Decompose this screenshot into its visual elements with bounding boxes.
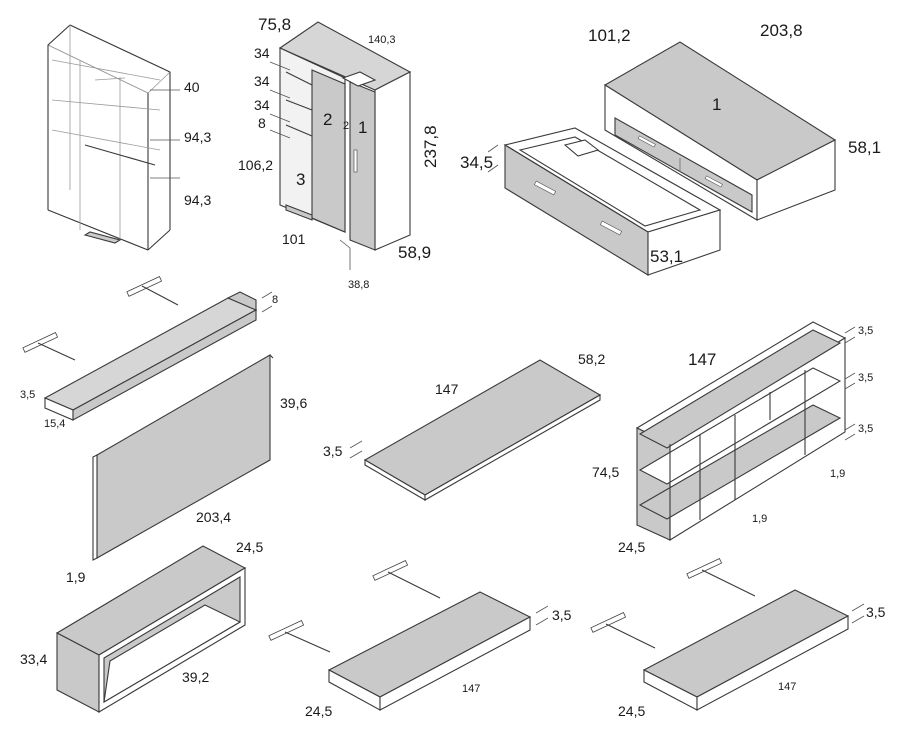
bed-part: 1	[712, 95, 721, 114]
wall-box-dims: 24,5 33,4 39,2	[20, 539, 263, 685]
wall-box-height: 33,4	[20, 651, 47, 667]
wardrobe-frame-dims: 40 94,3 94,3	[150, 79, 211, 208]
corner-width-top: 75,8	[258, 15, 291, 34]
wall-shelf-depth: 3,5	[20, 389, 35, 401]
corner-depth-top: 140,3	[368, 34, 396, 46]
wall-shelf-width: 15,4	[44, 418, 65, 430]
wall-box-depth: 24,5	[236, 539, 263, 555]
headboard-height: 39,6	[280, 395, 307, 411]
corner-lower: 106,2	[238, 157, 273, 173]
shelf-b-thickness: 3,5	[866, 604, 886, 620]
corner-wardrobe-drawing	[278, 21, 412, 270]
bed-length: 203,8	[760, 21, 803, 40]
bookcase-width: 147	[688, 350, 716, 369]
wall-shelf-drawing	[43, 291, 258, 421]
desk-top-drawing	[363, 359, 602, 501]
wall-shelf-dims: 8 3,5 15,4	[20, 291, 278, 430]
corner-height: 237,8	[421, 125, 440, 168]
corner-side-depth: 58,9	[398, 243, 431, 262]
bracket-top	[126, 276, 179, 306]
desk-depth: 58,2	[578, 351, 605, 367]
corner-part-2: 2	[323, 110, 332, 129]
frame-dim-top: 40	[184, 79, 200, 95]
corner-base: 101	[282, 231, 306, 247]
shelf-b-dims: 3,5 24,5 147	[618, 603, 886, 719]
corner-part-1: 1	[358, 118, 367, 137]
wardrobe-frame-drawing	[47, 24, 171, 251]
bookcase-inner-t: 1,9	[752, 513, 767, 525]
trundle-drawing	[503, 127, 722, 276]
shelf-b-width: 147	[778, 681, 796, 693]
corner-shelf-1: 34	[254, 45, 270, 61]
bookcase-depth: 24,5	[618, 539, 645, 555]
wall-box-drawing	[55, 545, 247, 713]
bookcase-shelf-2: 3,5	[858, 372, 873, 384]
headboard-drawing	[92, 354, 274, 561]
corner-wardrobe-dims: 75,8 140,3 237,8 34 34 34 8 106,2 101 58…	[238, 15, 440, 291]
bookcase-shelf-3: 3,5	[858, 423, 873, 435]
headboard-thickness: 1,9	[66, 569, 86, 585]
desk-width: 147	[435, 381, 459, 397]
bed-dims: 101,2 203,8 58,1 34,5 53,1 1	[460, 21, 881, 266]
shelf-b-depth: 24,5	[618, 703, 645, 719]
wall-box-width: 39,2	[182, 669, 209, 685]
bookcase-dims: 147 3,5 3,5 3,5 74,5 1,9 1,9 24,5	[592, 325, 873, 555]
bed-drawing	[603, 41, 837, 221]
bookcase-side-t: 1,9	[830, 468, 845, 480]
frame-dim-low: 94,3	[184, 192, 211, 208]
corner-side-depth-small: 38,8	[348, 279, 369, 291]
bed-height: 58,1	[848, 138, 881, 157]
trundle-depth: 53,1	[650, 247, 683, 266]
corner-part-2b: 2	[343, 120, 349, 132]
shelf-a-width: 147	[462, 683, 480, 695]
corner-shelf-4: 8	[258, 115, 266, 131]
trundle-height: 34,5	[460, 153, 493, 172]
desk-thickness: 3,5	[323, 443, 343, 459]
frame-dim-mid: 94,3	[184, 129, 211, 145]
corner-shelf-2: 34	[254, 73, 270, 89]
bed-width: 101,2	[588, 26, 631, 45]
shelf-a-drawing	[327, 591, 532, 711]
bookcase-height: 74,5	[592, 464, 619, 480]
bookcase-shelf-1: 3,5	[858, 325, 873, 337]
shelf-a-brackets	[268, 560, 441, 653]
bracket-left	[22, 332, 76, 361]
wall-shelf-height: 8	[272, 294, 278, 306]
shelf-b-brackets	[590, 558, 756, 649]
headboard-dims: 39,6 203,4 1,9	[66, 395, 307, 585]
shelf-b-drawing	[642, 589, 850, 711]
shelf-a-dims: 3,5 24,5 147	[305, 605, 572, 719]
corner-part-3: 3	[296, 170, 305, 189]
bookcase-drawing	[635, 321, 847, 541]
headboard-width: 203,4	[196, 509, 231, 525]
shelf-a-thickness: 3,5	[552, 607, 572, 623]
shelf-a-depth: 24,5	[305, 703, 332, 719]
desk-top-dims: 147 58,2 3,5	[323, 351, 605, 459]
corner-shelf-3: 34	[254, 97, 270, 113]
